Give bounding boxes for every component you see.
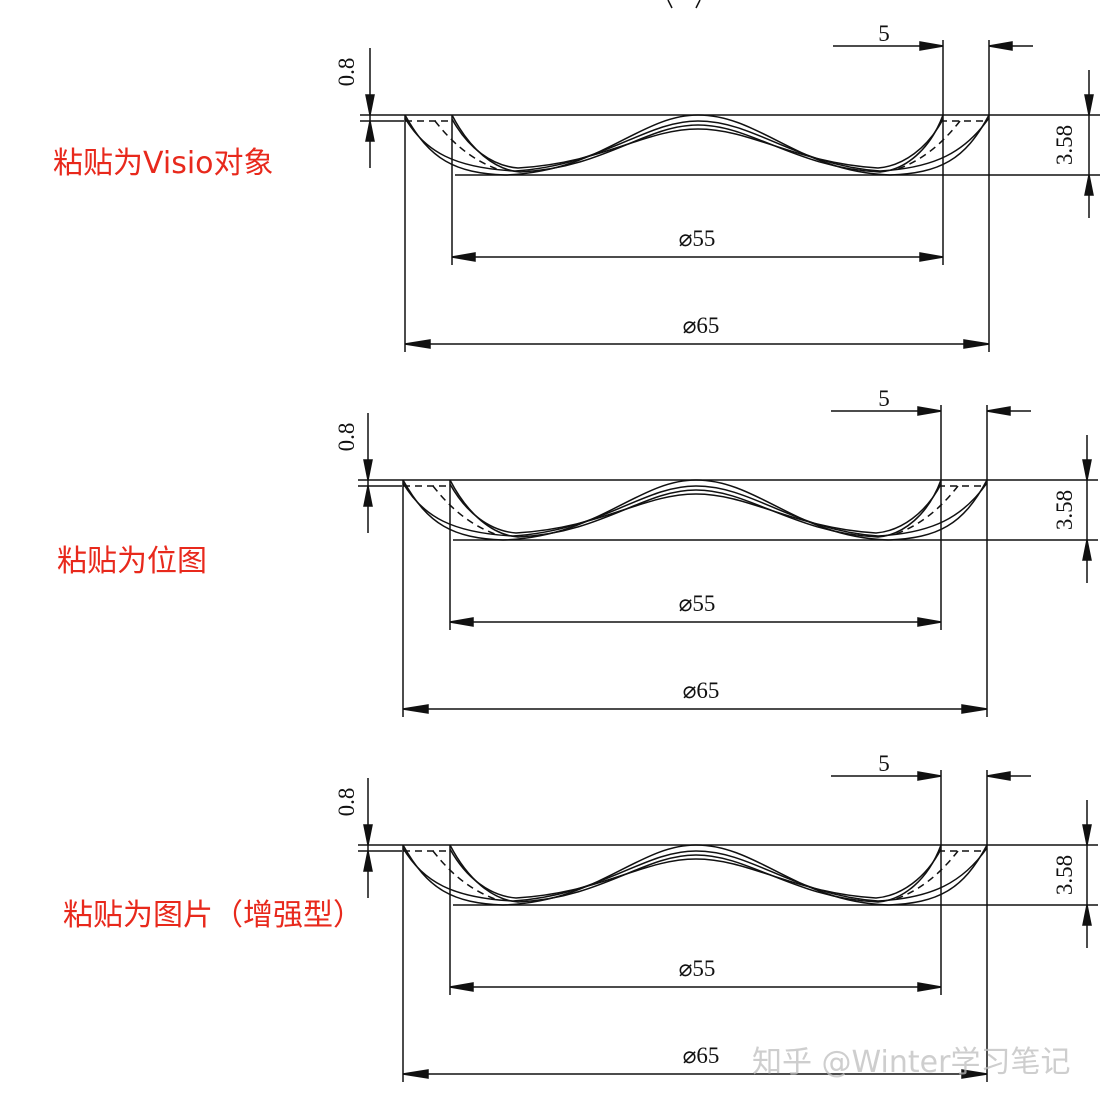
dim-outer-diameter: ⌀65 <box>683 1043 720 1068</box>
dim-edge: 5 <box>878 751 890 776</box>
dim-outer-diameter: ⌀65 <box>683 313 720 338</box>
dim-thickness: 0.8 <box>334 58 359 87</box>
dim-outer-diameter: ⌀65 <box>683 678 720 703</box>
dim-height: 3.58 <box>1052 125 1077 165</box>
panel-label-enhanced: 粘贴为图片（增强型） <box>63 898 363 933</box>
drawing-panel-3: 0.8 3.58 5 ⌀55 ⌀65 <box>334 751 1099 1083</box>
dim-inner-diameter: ⌀55 <box>679 956 716 981</box>
dim-thickness: 0.8 <box>334 423 359 452</box>
dim-thickness: 0.8 <box>334 788 359 817</box>
watermark: 知乎 @Winter学习笔记 <box>752 1045 1071 1080</box>
drawing-panel-1: 0.8 3.58 5 ⌀55 ⌀65 <box>334 21 1101 353</box>
dim-edge: 5 <box>878 21 890 46</box>
panel-label-bitmap: 粘贴为位图 <box>57 544 207 579</box>
dim-inner-diameter: ⌀55 <box>679 226 716 251</box>
drawing-panel-2: 0.8 3.58 5 ⌀55 ⌀65 <box>334 386 1099 718</box>
dim-height: 3.58 <box>1052 855 1077 895</box>
dim-inner-diameter: ⌀55 <box>679 591 716 616</box>
top-fragment <box>667 0 701 9</box>
dim-edge: 5 <box>878 386 890 411</box>
panel-label-visio: 粘贴为Visio对象 <box>53 146 274 181</box>
dim-height: 3.58 <box>1052 490 1077 530</box>
